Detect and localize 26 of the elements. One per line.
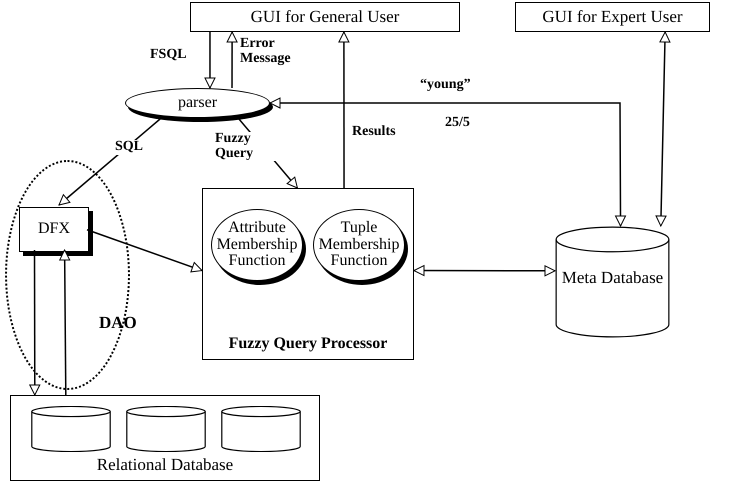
arrow — [270, 98, 626, 226]
node-label: Attribute Membership Function — [216, 218, 298, 272]
arrow — [226, 32, 238, 88]
arrow — [656, 32, 670, 226]
process-box — [202, 188, 414, 360]
value-label: 25/5 — [445, 114, 470, 132]
arrow — [86, 229, 202, 272]
edge-label: “young” — [420, 78, 471, 93]
process-box — [515, 2, 710, 32]
process-box — [10, 395, 320, 481]
process-box — [190, 2, 460, 32]
group-label: Fuzzy Query Processor — [228, 336, 388, 353]
group-label: DAO — [99, 314, 137, 332]
arrow — [204, 32, 216, 88]
node-label: DFX — [36, 219, 71, 240]
edge-label: SQL — [115, 140, 144, 155]
arrow — [29, 250, 40, 396]
node-label: GUI for General User — [250, 8, 400, 26]
arrow — [414, 265, 556, 276]
node-label: parser — [176, 92, 218, 113]
arrow — [338, 32, 350, 188]
node-label: Tuple Membership Function — [318, 218, 400, 272]
node-label: GUI for Expert User — [541, 8, 684, 26]
node-label: Relational Database — [96, 456, 234, 474]
edge-label: FSQL — [150, 48, 187, 63]
node-label: Meta Database — [560, 268, 664, 286]
